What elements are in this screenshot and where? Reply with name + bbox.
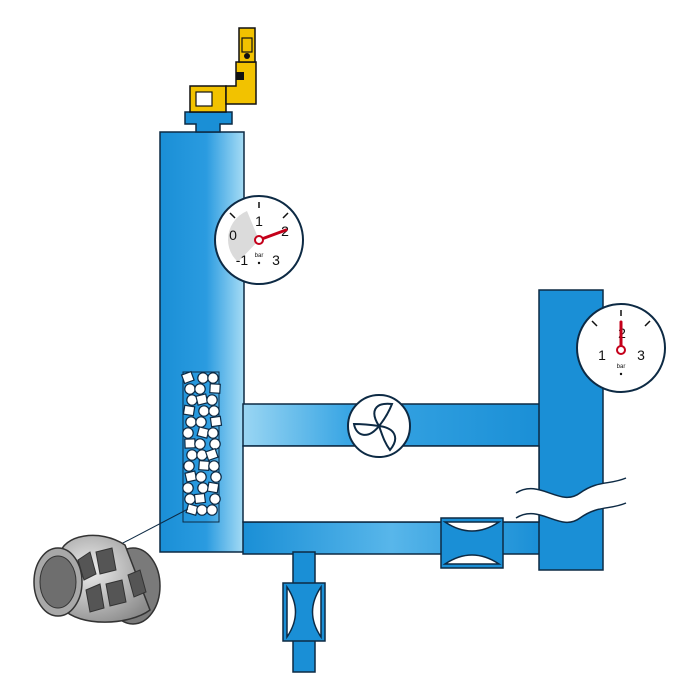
packing-element bbox=[185, 416, 197, 428]
packing-element bbox=[182, 482, 194, 494]
packing-element bbox=[180, 370, 195, 385]
gauge-left-tick-3: 3 bbox=[272, 252, 280, 268]
packing-element bbox=[206, 394, 218, 406]
throttle-valve-icon bbox=[440, 517, 504, 569]
break-symbol-icon bbox=[515, 477, 627, 524]
packing-element bbox=[198, 405, 210, 417]
packing-element bbox=[198, 460, 210, 471]
inner-loop bbox=[242, 445, 540, 523]
gauge-right-unit: bar bbox=[617, 364, 626, 370]
packing-element bbox=[195, 393, 209, 406]
packing-element bbox=[197, 482, 209, 494]
pressure-gauge-right: 1 2 3 bar bbox=[576, 303, 666, 393]
packing-element bbox=[183, 460, 195, 472]
packing-element bbox=[195, 416, 207, 428]
safety-valve-icon bbox=[184, 27, 257, 133]
packing-element bbox=[208, 405, 220, 417]
packing-element bbox=[207, 372, 219, 384]
packing-element bbox=[194, 438, 206, 450]
gauge-left-unit: bar bbox=[255, 253, 264, 259]
packing-element bbox=[195, 471, 207, 483]
packing-element bbox=[196, 504, 208, 516]
packing-element bbox=[210, 471, 222, 483]
gauge-right-tick-3: 3 bbox=[637, 347, 645, 363]
gauge-right-tick-1: 1 bbox=[598, 347, 606, 363]
packing-element bbox=[184, 470, 198, 483]
packing-element bbox=[209, 415, 223, 428]
bottom-valve-icon bbox=[282, 582, 326, 642]
packing-element bbox=[208, 460, 220, 472]
packing-bed bbox=[180, 370, 223, 523]
packing-element bbox=[197, 372, 209, 384]
packing-element bbox=[184, 438, 196, 449]
packing-element bbox=[186, 449, 198, 461]
gauge-left-tick-minus1: -1 bbox=[236, 252, 249, 268]
packing-ring-icon bbox=[33, 508, 189, 625]
packing-element bbox=[206, 481, 220, 494]
packing-element bbox=[209, 438, 221, 450]
packing-element bbox=[209, 383, 221, 394]
packing-element bbox=[184, 493, 196, 505]
packing-element bbox=[194, 383, 206, 395]
packing-element bbox=[182, 404, 196, 417]
packing-element bbox=[182, 427, 194, 439]
packing-element bbox=[184, 383, 196, 395]
packing-element bbox=[204, 447, 219, 462]
packing-element bbox=[206, 504, 218, 516]
gauge-left-tick-1: 1 bbox=[255, 213, 263, 229]
packing-element bbox=[209, 493, 221, 505]
gauge-left-tick-0: 0 bbox=[229, 227, 237, 243]
fan-icon bbox=[347, 394, 411, 458]
packing-element bbox=[193, 492, 207, 505]
pressure-gauge-left: 0 1 2 -1 3 bar bbox=[214, 195, 304, 285]
packing-element bbox=[207, 427, 219, 439]
